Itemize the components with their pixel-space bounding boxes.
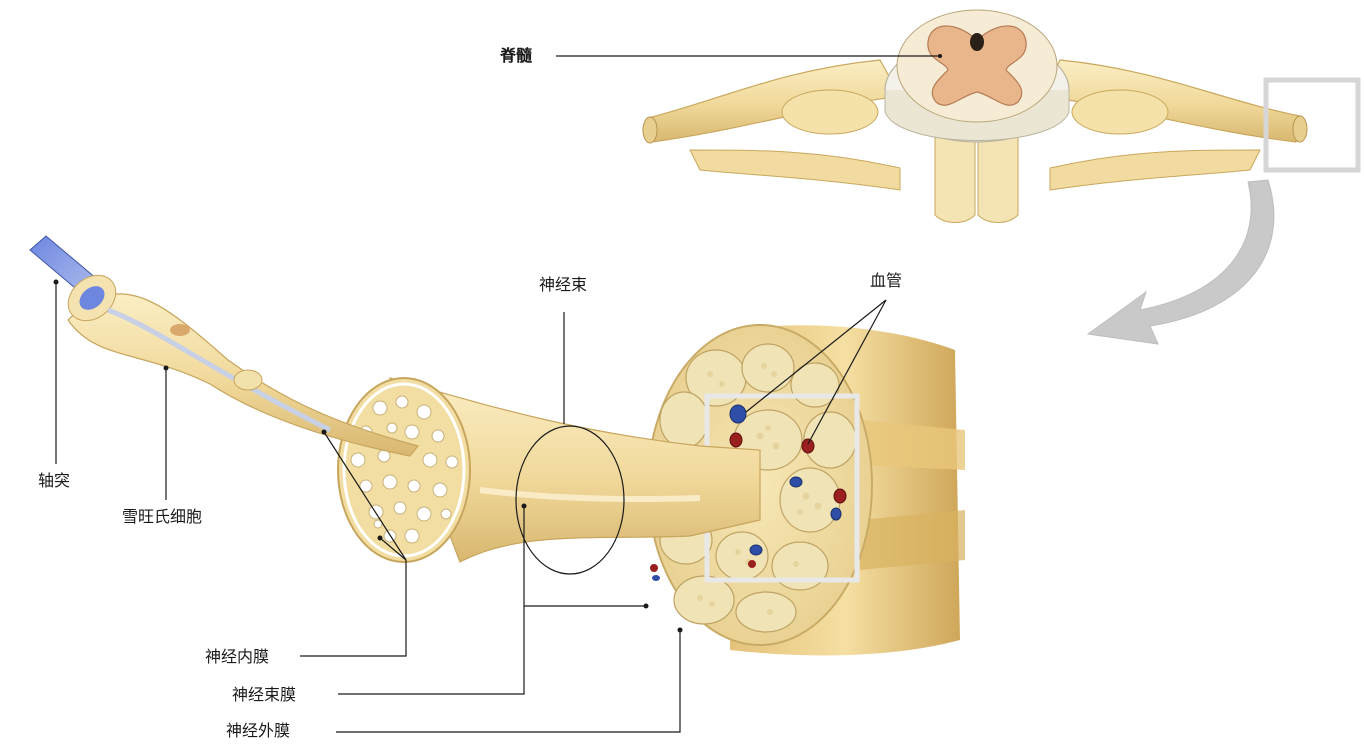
label-blood-vessel: 血管 — [870, 272, 902, 290]
label-fascicle: 神经束 — [539, 276, 587, 294]
zoom-arrow — [1088, 180, 1274, 344]
label-axon: 轴突 — [38, 472, 70, 490]
label-spinal-cord: 脊髓 — [500, 47, 532, 65]
label-epineurium: 神经外膜 — [226, 722, 290, 740]
label-schwann-cell: 雪旺氏细胞 — [122, 508, 202, 526]
label-endoneurium: 神经内膜 — [205, 648, 269, 666]
spinal-cord-illustration — [643, 10, 1307, 223]
label-perineurium: 神经束膜 — [232, 686, 296, 704]
